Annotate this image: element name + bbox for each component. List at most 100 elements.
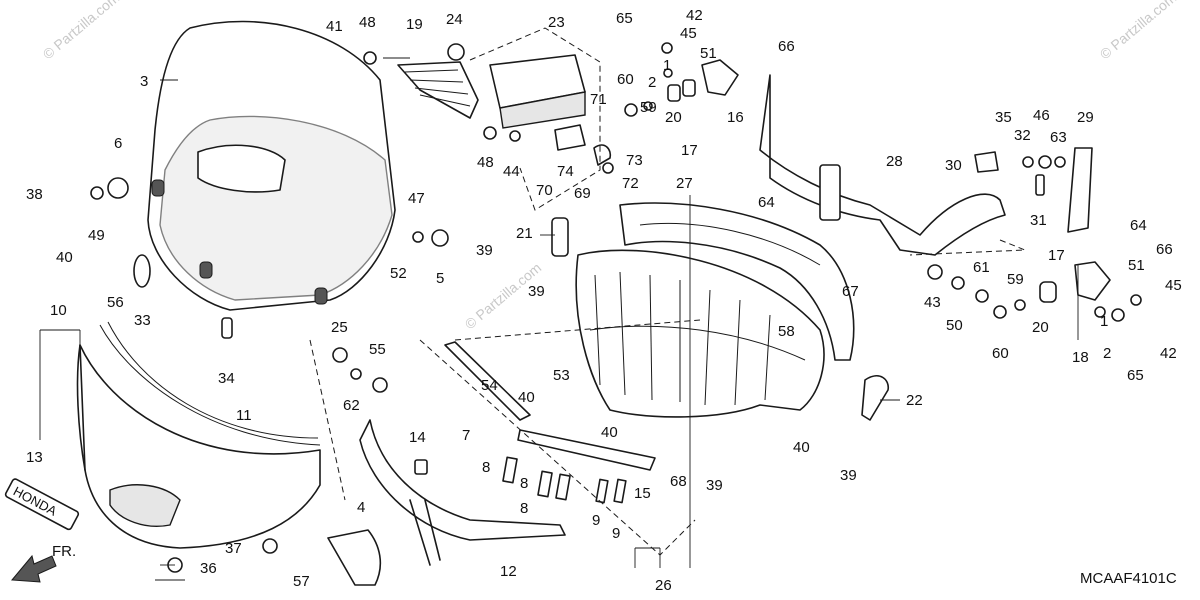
callout: 2 xyxy=(1103,345,1111,362)
callout: 8 xyxy=(482,459,490,476)
callout: 3 xyxy=(140,73,148,90)
callout: 52 xyxy=(390,265,407,282)
watermark: © Partzilla.com xyxy=(40,0,123,62)
callout: 39 xyxy=(476,242,493,259)
callout: 2 xyxy=(648,74,656,91)
callout: 39 xyxy=(528,283,545,300)
upper-cover xyxy=(619,202,855,361)
inner-cowl xyxy=(575,249,825,418)
callout: 53 xyxy=(553,367,570,384)
pads-8-9 xyxy=(502,456,627,504)
honda-emblem: HONDA xyxy=(4,478,80,531)
callout: 47 xyxy=(408,190,425,207)
vent-assembly xyxy=(489,54,586,129)
callout: 50 xyxy=(946,317,963,334)
callout: 22 xyxy=(906,392,923,409)
callout: 64 xyxy=(758,194,775,211)
callout: 8 xyxy=(520,500,528,517)
watermark: © Partzilla.com xyxy=(1097,0,1180,62)
callout: 57 xyxy=(293,573,310,590)
callout: 5 xyxy=(436,270,444,287)
callout: 39 xyxy=(706,477,723,494)
callout: 65 xyxy=(1127,367,1144,384)
callout: 9 xyxy=(612,525,620,542)
callout: 32 xyxy=(1014,127,1031,144)
windscreen xyxy=(147,20,396,311)
callout: 15 xyxy=(634,485,651,502)
callout: 6 xyxy=(114,135,122,152)
callout: 74 xyxy=(557,163,574,180)
front-arrow-label: FR. xyxy=(52,543,76,560)
callout: 46 xyxy=(1033,107,1050,124)
callout: 29 xyxy=(1077,109,1094,126)
callout: 37 xyxy=(225,540,242,557)
callout: 25 xyxy=(331,319,348,336)
callout: 18 xyxy=(1072,349,1089,366)
callout: 40 xyxy=(518,389,535,406)
callout: 62 xyxy=(343,397,360,414)
callout: 30 xyxy=(945,157,962,174)
callout: 60 xyxy=(992,345,1009,362)
callout: 48 xyxy=(359,14,376,31)
callout: 1 xyxy=(1100,313,1108,330)
callouts: 1 1 2 2 3 4 5 6 7 8 8 8 9 9 10 11 12 13 … xyxy=(26,7,1182,594)
callout: 14 xyxy=(409,429,426,446)
callout: 33 xyxy=(134,312,151,329)
front-arrow: FR. xyxy=(10,543,76,583)
callout: 39 xyxy=(840,467,857,484)
callout: 41 xyxy=(326,18,343,35)
callout: 60 xyxy=(617,71,634,88)
callout: 66 xyxy=(1156,241,1173,258)
callout: 24 xyxy=(446,11,463,28)
callout: 40 xyxy=(793,439,810,456)
callout: 64 xyxy=(1130,217,1147,234)
callout: 56 xyxy=(107,294,124,311)
callout: 16 xyxy=(727,109,744,126)
callout: 44 xyxy=(503,163,520,180)
callout: 66 xyxy=(778,38,795,55)
callout: 12 xyxy=(500,563,517,580)
callout: 71 xyxy=(590,91,607,108)
callout: 17 xyxy=(1048,247,1065,264)
callout: 19 xyxy=(406,16,423,33)
callout: 20 xyxy=(665,109,682,126)
callout: 51 xyxy=(1128,257,1145,274)
callout: 10 xyxy=(50,302,67,319)
callout: 48 xyxy=(477,154,494,171)
callout: 42 xyxy=(1160,345,1177,362)
callout: 11 xyxy=(236,407,252,424)
leaders xyxy=(39,27,1079,581)
callout: 59 xyxy=(640,99,657,116)
small-parts xyxy=(90,42,1142,586)
strip-7 xyxy=(444,341,531,421)
callout: 49 xyxy=(88,227,105,244)
bracket-29 xyxy=(1067,147,1093,233)
callout: 27 xyxy=(676,175,693,192)
callout: 55 xyxy=(369,341,386,358)
callout: 72 xyxy=(622,175,639,192)
callout: 36 xyxy=(200,560,217,577)
lower-frame xyxy=(359,419,566,566)
callout: 45 xyxy=(1165,277,1182,294)
front-cowl xyxy=(76,321,321,549)
cowl-stay xyxy=(759,74,1006,256)
callout: 63 xyxy=(1050,129,1067,146)
callout: 28 xyxy=(886,153,903,170)
callout: 23 xyxy=(548,14,565,31)
callout: 8 xyxy=(520,475,528,492)
callout: 13 xyxy=(26,449,43,466)
callout: 45 xyxy=(680,25,697,42)
callout: 73 xyxy=(626,152,643,169)
callout: 42 xyxy=(686,7,703,24)
callout: 20 xyxy=(1032,319,1049,336)
callout: 21 xyxy=(516,225,533,242)
callout: 38 xyxy=(26,186,43,203)
diagram-code: MCAAF4101C xyxy=(1080,570,1177,587)
callout: 70 xyxy=(536,182,553,199)
callout: 54 xyxy=(481,377,498,394)
callout: 9 xyxy=(592,512,600,529)
callout: 69 xyxy=(574,185,591,202)
callout: 17 xyxy=(681,142,698,159)
callout: 61 xyxy=(973,259,990,276)
